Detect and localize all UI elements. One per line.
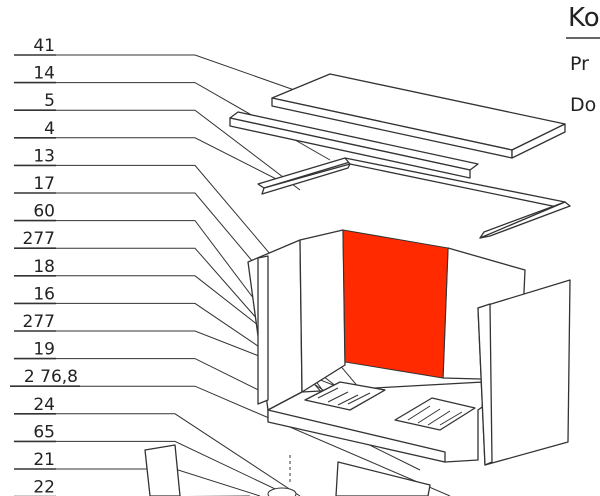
- part-label: 19: [33, 340, 55, 360]
- header-line-3: Do: [570, 94, 596, 116]
- part-label: 14: [33, 64, 55, 84]
- highlighted-back-panel: [342, 229, 449, 379]
- leader-line: [56, 440, 291, 496]
- part-bar: [229, 111, 479, 179]
- part-label: 41: [33, 36, 55, 56]
- leader-line: [56, 109, 301, 191]
- part-label: 2 76,8: [24, 367, 78, 387]
- document-title: Ko: [568, 3, 600, 33]
- part-label: 5: [44, 91, 55, 111]
- part-label: 60: [33, 202, 55, 222]
- part-label: 18: [33, 257, 55, 277]
- part-label: 13: [33, 146, 55, 166]
- part-label: 22: [33, 478, 55, 496]
- part-label: 17: [33, 174, 55, 194]
- part-label: 4: [44, 119, 55, 139]
- leader-line: [56, 385, 451, 496]
- part-label: 16: [33, 284, 55, 304]
- header-line-2: Pr: [570, 53, 589, 75]
- part-channel-frame: [257, 157, 571, 239]
- leader-line: [56, 137, 291, 187]
- part-firebox: [144, 229, 571, 496]
- part-label: 65: [33, 422, 55, 442]
- part-label: 277: [23, 312, 55, 332]
- part-label: 277: [23, 229, 55, 249]
- part-label: 21: [33, 450, 55, 470]
- leader-line: [56, 413, 301, 496]
- part-number-labels: 41 14 5 4 13 17 60 277 18 16 277 19 2 76,8 24 65 21 22: [23, 36, 78, 496]
- part-top-plate: [271, 73, 566, 159]
- part-label: 24: [33, 395, 55, 415]
- leader-line: [56, 54, 301, 93]
